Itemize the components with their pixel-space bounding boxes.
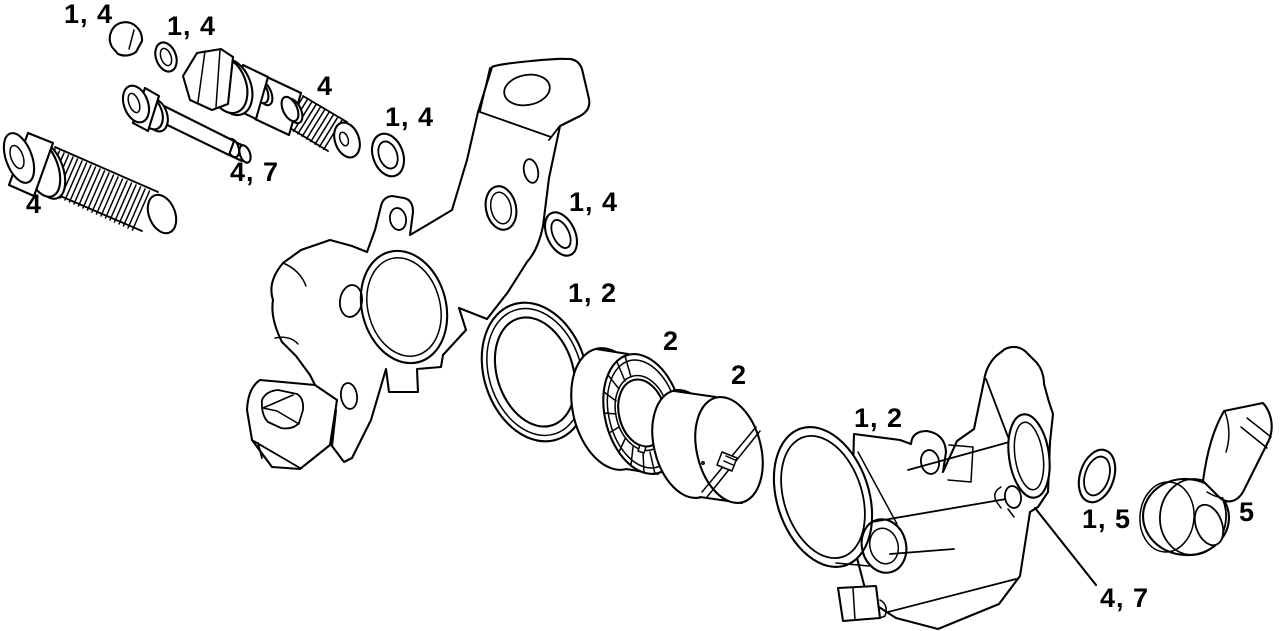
part-piston	[651, 388, 764, 505]
callout-bleed-fitting: 4, 7	[1100, 583, 1150, 613]
callout-piston: 2	[731, 360, 748, 390]
part-socket-head-mounting-bolt	[2, 131, 178, 235]
part-piston-seal-retainer	[570, 347, 684, 476]
part-caliper-half-outer	[772, 345, 1055, 631]
callout-banjo-fitting: 5	[1239, 497, 1256, 527]
part-hex-flange-bolt	[181, 47, 361, 159]
callout-hose-oring: 1, 5	[1082, 504, 1132, 534]
part-caliper-half-inner	[245, 57, 591, 471]
callout-hex-flange-bolt: 4	[317, 71, 334, 101]
callout-bore-seal: 1, 2	[568, 278, 618, 308]
callout-guide-pin-bolt: 4, 7	[230, 157, 280, 187]
part-hose-fitting-oring	[1077, 448, 1117, 504]
callout-dome-cap: 1, 4	[64, 0, 114, 29]
part-guide-pin-bolt	[121, 84, 252, 164]
leader-line-bleed-fitting	[1033, 506, 1098, 587]
callout-oring-upper: 1, 4	[385, 102, 435, 132]
part-cap-washer	[154, 41, 178, 73]
part-hose-banjo-fitting	[1139, 401, 1273, 557]
part-oring-upper	[370, 132, 406, 178]
callout-seal-retainer: 2	[663, 326, 680, 356]
callout-outer-half: 1, 2	[854, 403, 904, 433]
callout-mounting-bolt: 4	[26, 189, 43, 219]
callout-oring-middle: 1, 4	[569, 187, 619, 217]
part-oring-middle	[543, 211, 579, 257]
callout-cap-washer: 1, 4	[167, 11, 217, 41]
part-dome-cap	[108, 21, 144, 57]
